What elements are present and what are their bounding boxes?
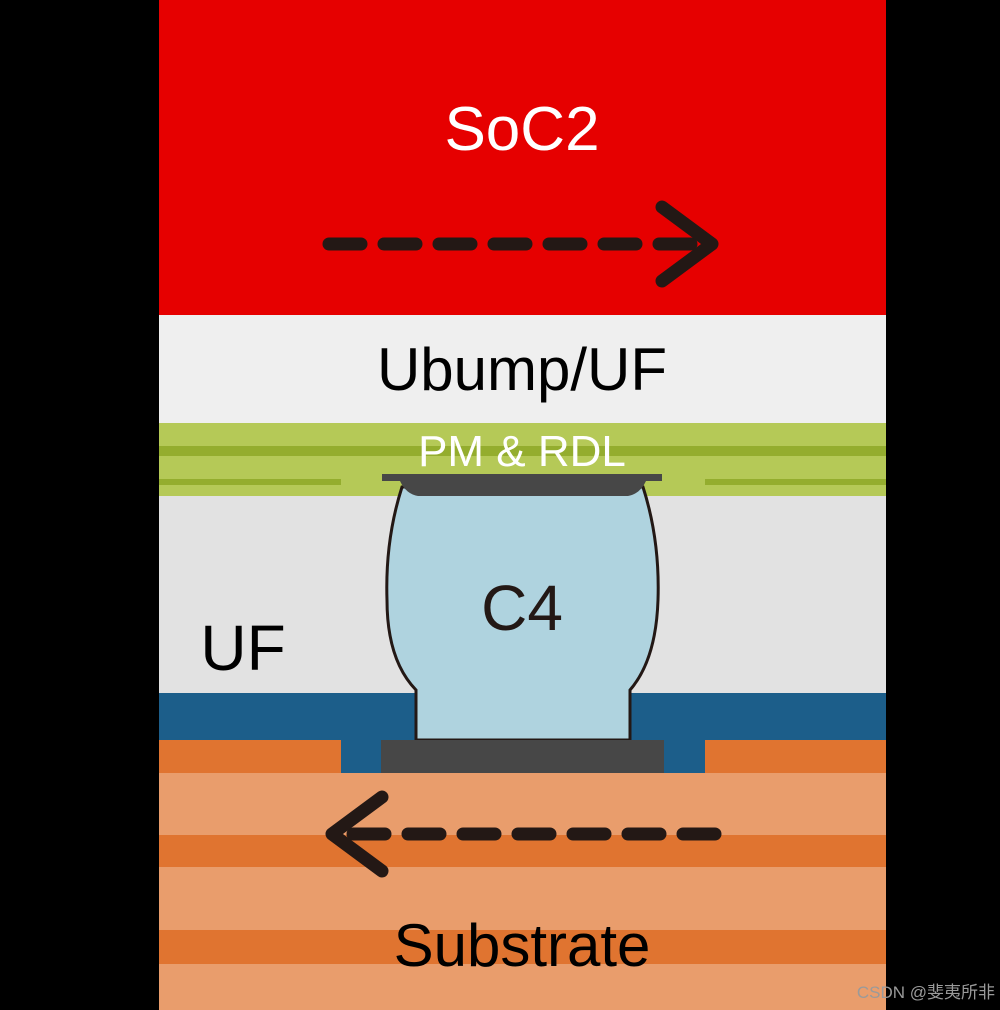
substrate-top-copper — [159, 740, 341, 773]
arrow-left-icon — [325, 790, 722, 878]
label-ubump-uf: Ubump/UF — [377, 336, 667, 403]
label-substrate: Substrate — [394, 912, 651, 979]
watermark: CSDN @斐夷所非 — [857, 983, 995, 1002]
rdl-line — [159, 479, 341, 485]
substrate-layer — [159, 773, 886, 1010]
ubump-uf-layer — [159, 315, 886, 423]
substrate-copper-layer — [159, 930, 886, 964]
soc2-layer — [159, 0, 886, 315]
rdl-line — [705, 479, 886, 485]
label-soc2: SoC2 — [444, 95, 599, 164]
arrow-right-icon — [322, 200, 719, 288]
rdl-line — [159, 446, 886, 456]
substrate-top-copper — [705, 740, 886, 773]
c4-top-pad — [382, 474, 662, 496]
c4-bottom-pad — [381, 740, 664, 773]
label-uf: UF — [200, 612, 285, 684]
label-c4: C4 — [481, 572, 563, 644]
label-pm-rdl: PM & RDL — [418, 427, 626, 476]
